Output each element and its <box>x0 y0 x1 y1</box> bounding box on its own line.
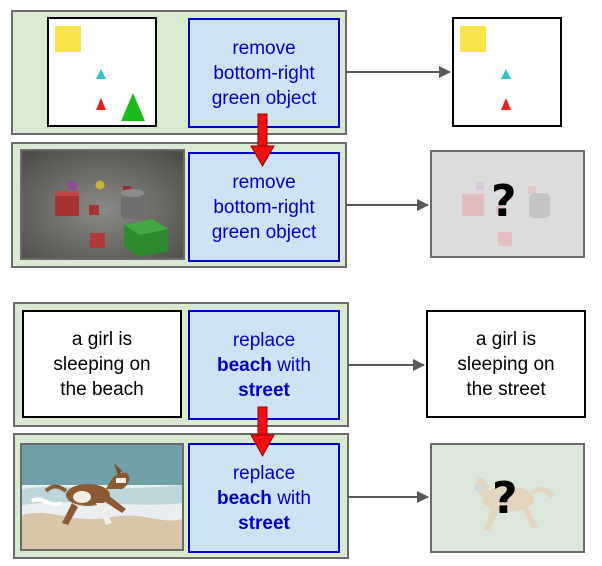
example1-instruction-box-repeat: remove bottom-right green object <box>188 152 340 262</box>
rendered-scene-result-image: ? <box>430 150 585 258</box>
example1-instruction-line: remove <box>232 171 296 193</box>
small-red-cube-mid <box>89 205 99 215</box>
source-text-line: the beach <box>60 378 144 400</box>
example2-instruction-line: street <box>190 378 338 403</box>
cyan-triangle <box>96 69 106 79</box>
example2-instruction-box-repeat: replace beach with street <box>188 443 340 553</box>
unknown-result-question-mark: ? <box>491 176 517 227</box>
source-text-line: sleeping on <box>53 353 151 375</box>
red-cube-large <box>55 194 79 216</box>
red-triangle <box>501 98 511 110</box>
yellow-sphere <box>95 180 105 190</box>
example2-instruction-line: street <box>190 511 338 536</box>
example2-instruction-line: beach with <box>190 353 338 378</box>
example1-instruction-line: green object <box>211 221 317 243</box>
dog-figure <box>44 463 130 525</box>
example2-instruction-line: replace <box>232 462 296 484</box>
yellow-square <box>460 26 486 52</box>
green-triangle <box>121 93 145 121</box>
example2-instruction-line: beach with <box>190 486 338 511</box>
purple-cube <box>68 181 77 190</box>
example2-instruction-line: replace <box>232 329 296 351</box>
example1-instruction-line: bottom-right <box>213 196 315 218</box>
yellow-square <box>55 26 81 52</box>
example2-instruction-box: replace beach with street <box>188 310 340 420</box>
result-text-line: sleeping on <box>457 353 555 375</box>
instruction-word-with: with <box>271 354 311 376</box>
instruction-word-with: with <box>271 487 311 509</box>
rendered-scene-image <box>20 149 185 260</box>
dog-result-image: ? <box>430 443 585 553</box>
example1-instruction-line: bottom-right <box>213 62 315 84</box>
example2-result-text-box: a girl is sleeping on the street <box>426 310 586 418</box>
source-text-line: a girl is <box>71 328 133 350</box>
red-cube-top <box>55 191 79 196</box>
highlight-word-street: street <box>238 512 290 534</box>
highlight-word-street: street <box>238 379 290 401</box>
cyan-triangle <box>501 69 511 79</box>
result-text-line: the street <box>466 378 546 400</box>
highlight-word-beach: beach <box>217 487 272 509</box>
synthetic-result-image <box>452 17 562 127</box>
red-cube-bottom <box>90 233 105 248</box>
result-text-line: a girl is <box>475 328 537 350</box>
example1-instruction-line: green object <box>211 87 317 109</box>
example1-instruction-line: remove <box>232 37 296 59</box>
unknown-result-question-mark: ? <box>492 473 518 524</box>
synthetic-shapes-image <box>47 17 157 127</box>
dog-on-beach-photo <box>20 443 184 551</box>
example1-instruction-box: remove bottom-right green object <box>188 18 340 128</box>
example2-source-text-box: a girl is sleeping on the beach <box>22 310 182 418</box>
highlight-word-beach: beach <box>217 354 272 376</box>
red-triangle <box>96 98 106 110</box>
gray-cylinder <box>121 193 144 219</box>
